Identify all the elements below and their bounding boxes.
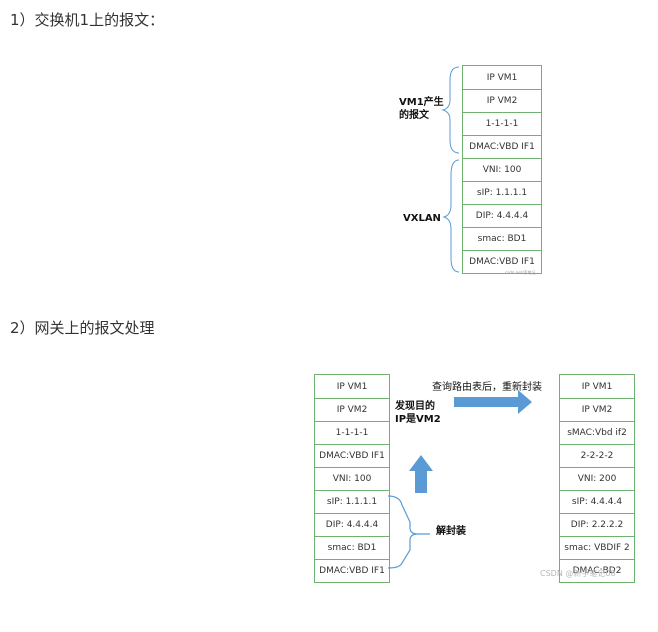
up-arrow-icon xyxy=(409,455,433,493)
vm-group-brace xyxy=(441,66,460,154)
vxlan-label: VXLAN xyxy=(403,213,441,224)
stack-cell: DIP: 4.4.4.4 xyxy=(463,204,541,227)
decap-label: 解封装 xyxy=(436,526,466,537)
stack-cell: IP VM2 xyxy=(560,398,634,421)
watermark: CSDN @新手笔记08 xyxy=(540,569,616,578)
stack-cell: 1-1-1-1 xyxy=(315,421,389,444)
tiny-note: csdn.net/手笔记 xyxy=(505,270,536,275)
stack-cell: IP VM2 xyxy=(463,89,541,112)
stack-cell: DIP: 2.2.2.2 xyxy=(560,513,634,536)
stack-cell: IP VM2 xyxy=(315,398,389,421)
stack-cell: VNI: 100 xyxy=(463,158,541,181)
heading-2: 2）网关上的报文处理 xyxy=(10,319,155,337)
stack-cell: 1-1-1-1 xyxy=(463,112,541,135)
vxlan-group-brace xyxy=(442,159,460,273)
stack-cell: sIP: 1.1.1.1 xyxy=(315,490,389,513)
stack-cell: VNI: 200 xyxy=(560,467,634,490)
stack-cell: DMAC:VBD IF1 xyxy=(463,135,541,158)
decap-bracket xyxy=(387,495,430,569)
packet-stack-gateway-out: IP VM1 IP VM2 sMAC:Vbd if2 2-2-2-2 VNI: … xyxy=(559,374,635,583)
stack-cell: IP VM1 xyxy=(336,381,368,392)
found-vm2-label: 发现目的IP是VM2 xyxy=(395,401,441,425)
stack-cell: sMAC:Vbd if2 xyxy=(560,421,634,444)
packet-stack-gateway-in: IP VM1 IP VM2 1-1-1-1 DMAC:VBD IF1 VNI: … xyxy=(314,374,390,583)
heading-1: 1）交换机1上的报文： xyxy=(10,11,165,29)
stack-cell: VNI: 100 xyxy=(315,467,389,490)
right-arrow-icon xyxy=(454,390,532,414)
stack-cell: IP VM1 xyxy=(581,381,613,392)
stack-cell: smac: BD1 xyxy=(463,227,541,250)
packet-stack-switch1: IP VM1 IP VM2 1-1-1-1 DMAC:VBD IF1 VNI: … xyxy=(462,65,542,274)
lookup-route-label: 查询路由表后，重新封装 xyxy=(432,382,542,393)
stack-cell: 2-2-2-2 xyxy=(560,444,634,467)
vm1-packet-label: VM1产生的报文 xyxy=(399,97,444,121)
stack-cell: smac: VBDIF 2 xyxy=(560,536,634,559)
stack-cell: DMAC:VBD IF1 xyxy=(315,559,389,582)
stack-cell: DMAC:VBD IF1 xyxy=(463,250,541,273)
stack-cell: DMAC:BD2 xyxy=(560,559,634,582)
stack-cell: IP VM1 xyxy=(486,72,518,83)
stack-cell: smac: BD1 xyxy=(315,536,389,559)
stack-cell: DMAC:VBD IF1 xyxy=(315,444,389,467)
stack-cell: DIP: 4.4.4.4 xyxy=(315,513,389,536)
stack-cell: sIP: 1.1.1.1 xyxy=(463,181,541,204)
stack-cell: sIP: 4.4.4.4 xyxy=(560,490,634,513)
